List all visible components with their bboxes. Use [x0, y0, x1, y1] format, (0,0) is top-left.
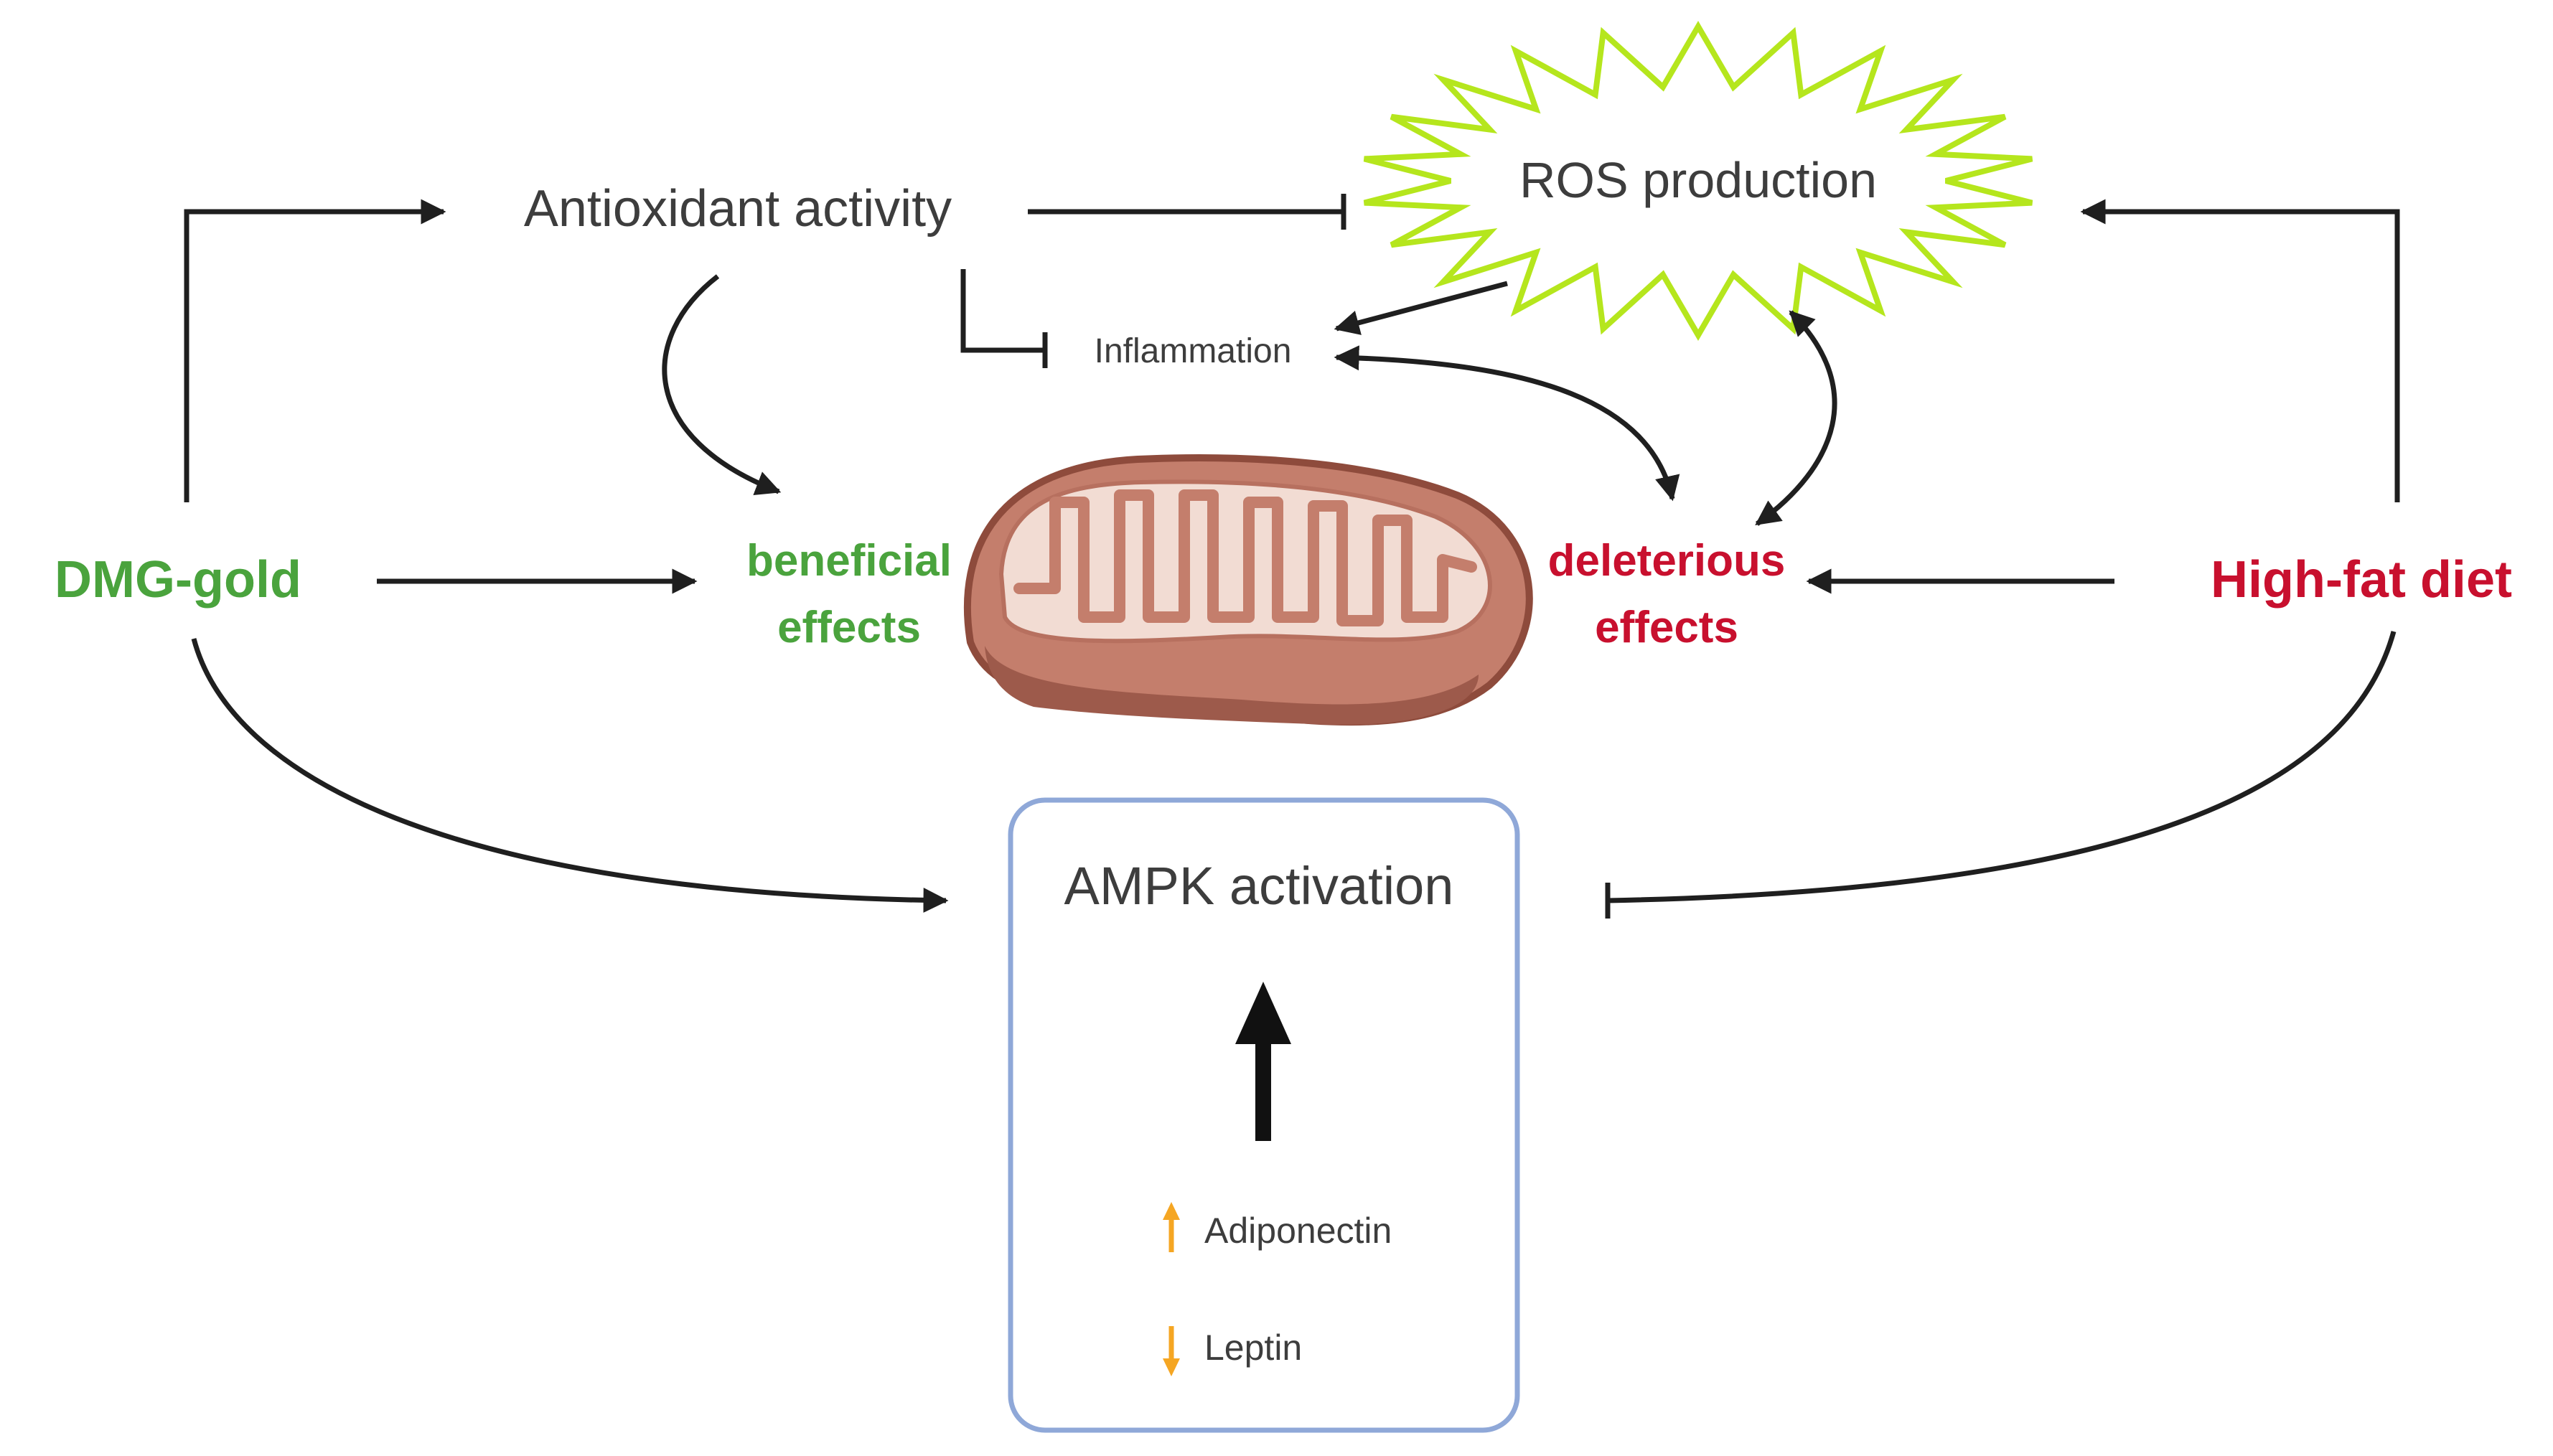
- beneficial-effects-label-line2: effects: [777, 603, 921, 652]
- connector-antioxidant-inhibits-inflammation: [960, 269, 1048, 368]
- leptin-label: Leptin: [1204, 1328, 1302, 1368]
- leptin-down-arrow-icon: [1163, 1326, 1180, 1376]
- connector-antioxidant-inhibits-ros: [1028, 194, 1346, 230]
- connector-ros-to-inflammation: [1334, 281, 1508, 335]
- connector-inflammation-deleterious: [1334, 345, 1680, 502]
- beneficial-effects-label-line1: beneficial: [746, 536, 952, 586]
- high-fat-diet-label: High-fat diet: [2211, 551, 2512, 609]
- connector-ros-deleterious: [1755, 310, 1837, 526]
- connector-dmg-to-antioxidant: [184, 199, 446, 502]
- connector-highfat-to-ros: [2080, 199, 2400, 502]
- ros-production-label: ROS production: [1519, 152, 1877, 208]
- adiponectin-label: Adiponectin: [1204, 1211, 1392, 1251]
- connector-dmg-to-ampk: [191, 638, 949, 913]
- connector-antioxidant-to-beneficial: [662, 274, 782, 496]
- inflammation-label: Inflammation: [1095, 332, 1292, 370]
- antioxidant-activity-label: Antioxidant activity: [524, 180, 952, 238]
- adiponectin-up-arrow-icon: [1163, 1202, 1180, 1252]
- deleterious-effects-label-line1: deleterious: [1548, 536, 1786, 586]
- ros-burst-icon: [1363, 21, 2033, 341]
- deleterious-effects-label-line2: effects: [1595, 603, 1738, 652]
- connector-highfat-inhibits-ampk: [1605, 631, 2397, 919]
- ampk-up-arrowhead: [1235, 982, 1291, 1044]
- ampk-activation-label: AMPK activation: [1064, 856, 1454, 916]
- mitochondria-icon: [963, 454, 1533, 726]
- dmg-gold-label: DMG-gold: [55, 551, 301, 609]
